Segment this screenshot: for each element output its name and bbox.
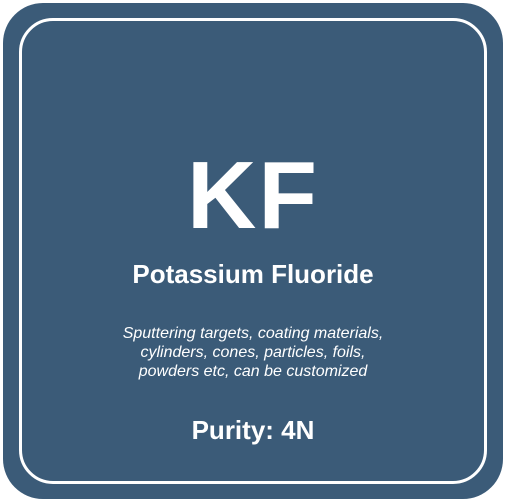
inner-border (19, 18, 487, 484)
purity-label: Purity: 4N (191, 415, 315, 445)
product-tile: KF Potassium Fluoride Sputtering targets… (3, 3, 503, 499)
description-line: cylinders, cones, particles, foils, (140, 344, 366, 361)
chemical-symbol: KF (187, 142, 319, 249)
compound-name: Potassium Fluoride (132, 259, 374, 289)
description-line: powders etc, can be customized (138, 363, 368, 380)
description-line: Sputtering targets, coating materials, (122, 325, 384, 342)
product-description: Sputtering targets, coating materials, c… (3, 324, 503, 381)
